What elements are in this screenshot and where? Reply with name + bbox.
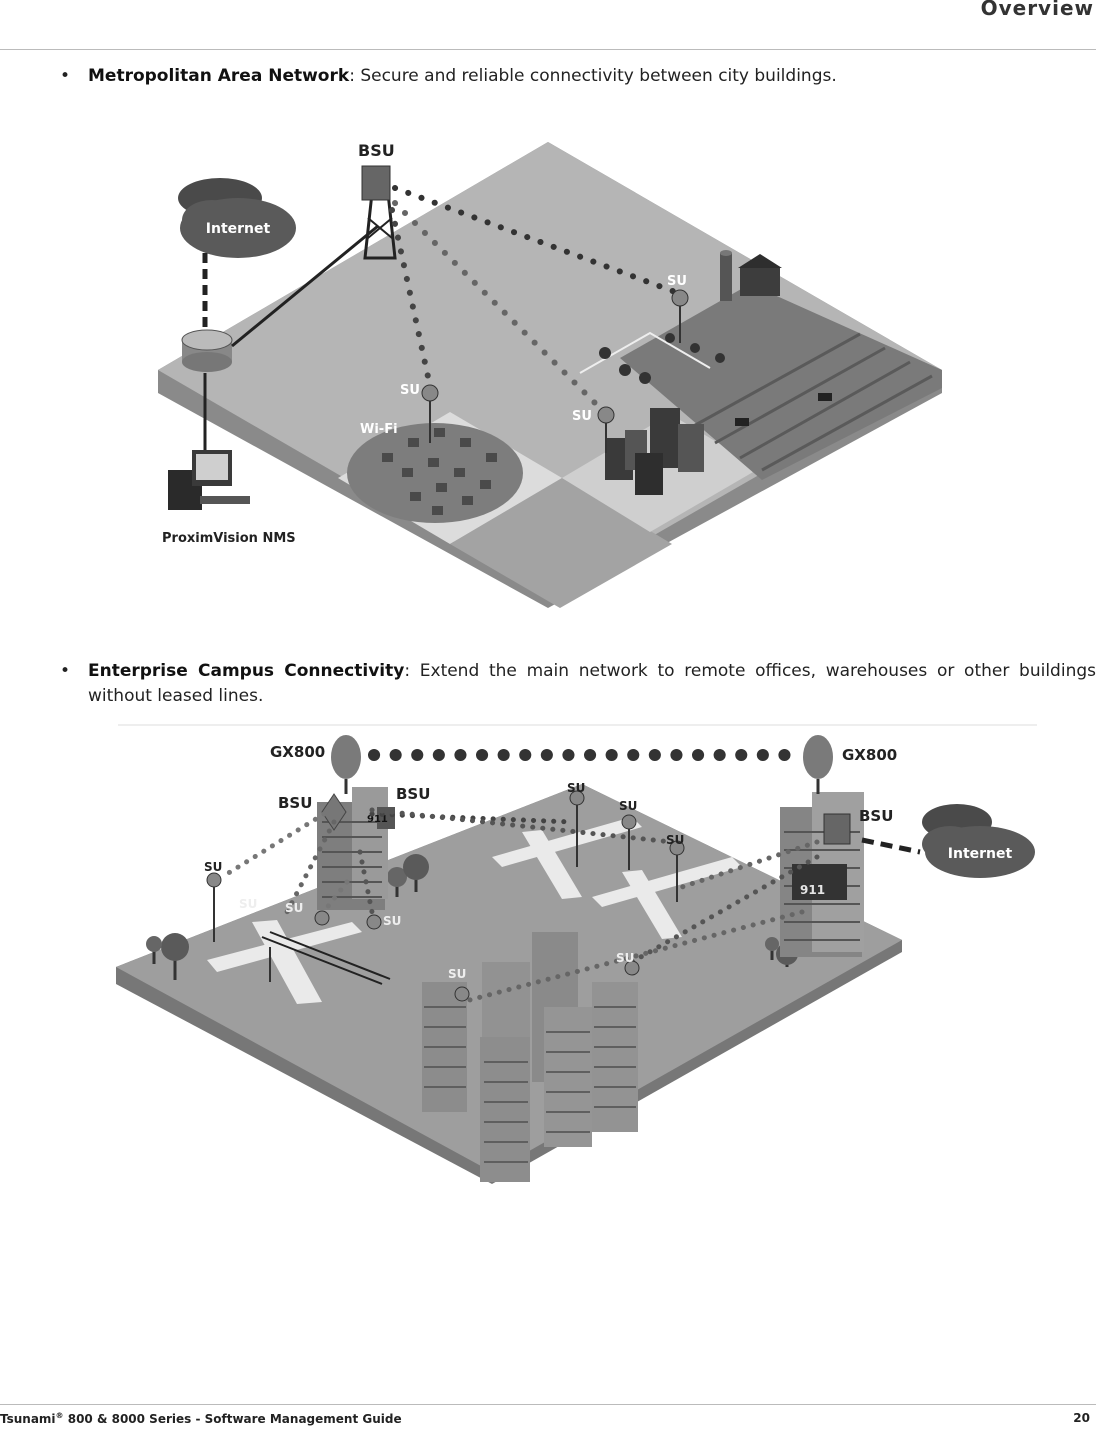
- footer-product-name: Tsunami: [0, 1412, 56, 1426]
- farm-fence: [579, 331, 711, 374]
- wifi-houses: [382, 428, 497, 515]
- bullet-text: Metropolitan Area Network: Secure and re…: [88, 64, 1096, 89]
- bullet-enterprise: • Enterprise Campus Connectivity: Extend…: [60, 659, 1096, 709]
- field-rows: [689, 332, 933, 472]
- bullet-marker: •: [60, 661, 71, 681]
- su-top-label-c: SU: [666, 833, 684, 847]
- farm-field: [620, 284, 942, 480]
- bsu-tower: [361, 165, 397, 260]
- su-mid-label-b: SU: [285, 901, 303, 915]
- bullet-metropolitan: • Metropolitan Area Network: Secure and …: [60, 64, 1096, 89]
- nms-label: ProximVision NMS: [162, 531, 296, 546]
- gx800-left-antenna: [331, 735, 361, 794]
- nms-computer: [168, 450, 250, 510]
- left-hq-sign: 911: [367, 814, 388, 825]
- bullet-description: : Extend the main network to remote offi…: [88, 661, 1096, 706]
- su-mid-label-a: SU: [239, 897, 257, 911]
- wireless-links: [389, 185, 681, 416]
- bullet-description: : Secure and reliable connectivity betwe…: [349, 66, 837, 86]
- gx800-right-antenna: [803, 735, 833, 794]
- wireless-links: [219, 807, 820, 1005]
- su-bottom-label-b: SU: [616, 951, 634, 965]
- gx800-right-label: GX800: [842, 746, 897, 764]
- internet-cloud: Internet: [922, 804, 1035, 878]
- bsu-label: BSU: [358, 141, 395, 160]
- footer-divider: [0, 1404, 1096, 1405]
- lower-plate: [450, 478, 672, 608]
- farm-trees: [599, 333, 725, 384]
- router: [181, 329, 233, 372]
- footer-document-title: Tsunami® 800 & 8000 Series - Software Ma…: [0, 1411, 402, 1426]
- su-top-label-a: SU: [567, 781, 585, 795]
- footer-page-number: 20: [1073, 1411, 1090, 1425]
- bullet-text: Enterprise Campus Connectivity: Extend t…: [88, 659, 1096, 709]
- tractors: [735, 393, 832, 426]
- right-hq-sign: 911: [800, 883, 825, 897]
- su-mid-label-c: SU: [383, 914, 401, 928]
- bullet-marker: •: [60, 66, 71, 86]
- metropolitan-network-diagram: Internet ProximVision NMS BSU: [158, 141, 942, 608]
- su-top-label-b: SU: [619, 799, 637, 813]
- city-buildings: [605, 408, 704, 495]
- su-wifi-label: SU: [400, 383, 420, 398]
- router-tower-link: [231, 224, 379, 348]
- gx800-left-label: GX800: [270, 743, 325, 761]
- su-left-label: SU: [204, 860, 222, 874]
- central-building-cluster: [422, 932, 638, 1182]
- header-divider: [0, 49, 1096, 50]
- bsu-right-label: BSU: [859, 807, 893, 825]
- footer-registered-mark: ®: [55, 1411, 64, 1420]
- railway: [261, 931, 391, 985]
- su-units: [421, 289, 689, 453]
- su-farm-label: SU: [667, 274, 687, 289]
- footer-title-rest: 800 & 8000 Series - Software Management …: [63, 1412, 402, 1426]
- bullet-term: Metropolitan Area Network: [88, 66, 350, 86]
- enterprise-campus-diagram: 911 911: [116, 724, 1037, 1184]
- road-crosses: [207, 817, 742, 1004]
- wifi-houses-area: [347, 423, 523, 523]
- internet-cloud: Internet: [178, 178, 296, 258]
- page-header-title: Overview: [980, 0, 1094, 20]
- su-devices: [206, 790, 685, 1002]
- wifi-label: Wi-Fi: [360, 422, 398, 437]
- su-bottom-label-a: SU: [448, 967, 466, 981]
- internet-link: [861, 837, 921, 855]
- bsu-left-label-b: BSU: [396, 785, 430, 803]
- bsu-left-label-a: BSU: [278, 794, 312, 812]
- left-hq-building: 911: [317, 787, 395, 910]
- su-city-label: SU: [572, 409, 592, 424]
- farm-buildings: [720, 250, 782, 301]
- bullet-term: Enterprise Campus Connectivity: [88, 661, 405, 681]
- internet-label: Internet: [206, 221, 271, 237]
- internet-label: Internet: [948, 846, 1013, 862]
- right-hq-building: 911: [780, 792, 864, 957]
